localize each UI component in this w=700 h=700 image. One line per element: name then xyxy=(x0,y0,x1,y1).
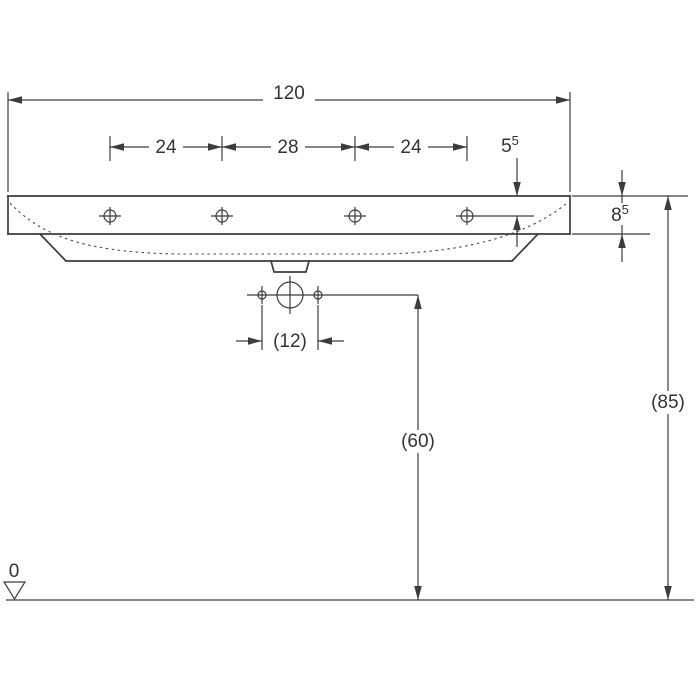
label-background xyxy=(271,137,305,157)
tap-hole-4 xyxy=(456,207,478,225)
dimension-tap-spacing: 24 28 24 xyxy=(109,136,468,161)
dim-label-tap-center: 28 xyxy=(277,137,298,158)
tap-holes xyxy=(99,207,478,225)
dim-label-tap-right: 24 xyxy=(400,137,422,158)
fixing-hole-left xyxy=(257,286,267,304)
dim-label-edge-offset: 55 xyxy=(501,133,519,157)
dimension-drain-hole-spacing: (12) xyxy=(236,305,344,352)
dim-label-overall-width: 120 xyxy=(273,83,305,104)
dim-label-rim-height: (85) xyxy=(651,392,685,413)
dimension-drain-height: (60) xyxy=(393,295,443,600)
drain-boss-outline xyxy=(269,259,311,273)
label-background xyxy=(602,203,640,225)
datum-label: 0 xyxy=(9,561,20,582)
dimension-rim-height: (85) xyxy=(572,195,693,600)
label-background xyxy=(643,391,693,414)
drain-symbol xyxy=(247,276,418,314)
tap-hole-2 xyxy=(211,207,233,225)
washbasin-outline xyxy=(7,195,571,273)
label-background xyxy=(394,137,428,157)
dim-label-drain-height: (60) xyxy=(401,431,435,452)
label-background xyxy=(393,430,443,453)
dimension-rim-thickness: 85 xyxy=(572,170,650,262)
tap-hole-1 xyxy=(99,207,121,225)
label-background xyxy=(263,83,315,103)
bowl-right-slant xyxy=(510,232,540,263)
fixing-hole-right xyxy=(313,286,323,304)
dimension-overall-width: 120 xyxy=(7,83,571,192)
dim-label-rim-thickness: 85 xyxy=(611,202,629,226)
bowl-left-slant xyxy=(38,232,68,263)
dim-label-tap-left: 24 xyxy=(155,137,177,158)
datum-triangle-icon xyxy=(2,581,27,601)
dimension-edge-offset: 55 xyxy=(478,133,534,247)
dim-label-drain-hole-spacing: (12) xyxy=(273,331,307,352)
label-background xyxy=(149,137,183,157)
bowl-hidden-contour xyxy=(9,202,567,255)
datum-zero: 0 xyxy=(2,561,27,601)
tap-hole-3 xyxy=(344,207,366,225)
